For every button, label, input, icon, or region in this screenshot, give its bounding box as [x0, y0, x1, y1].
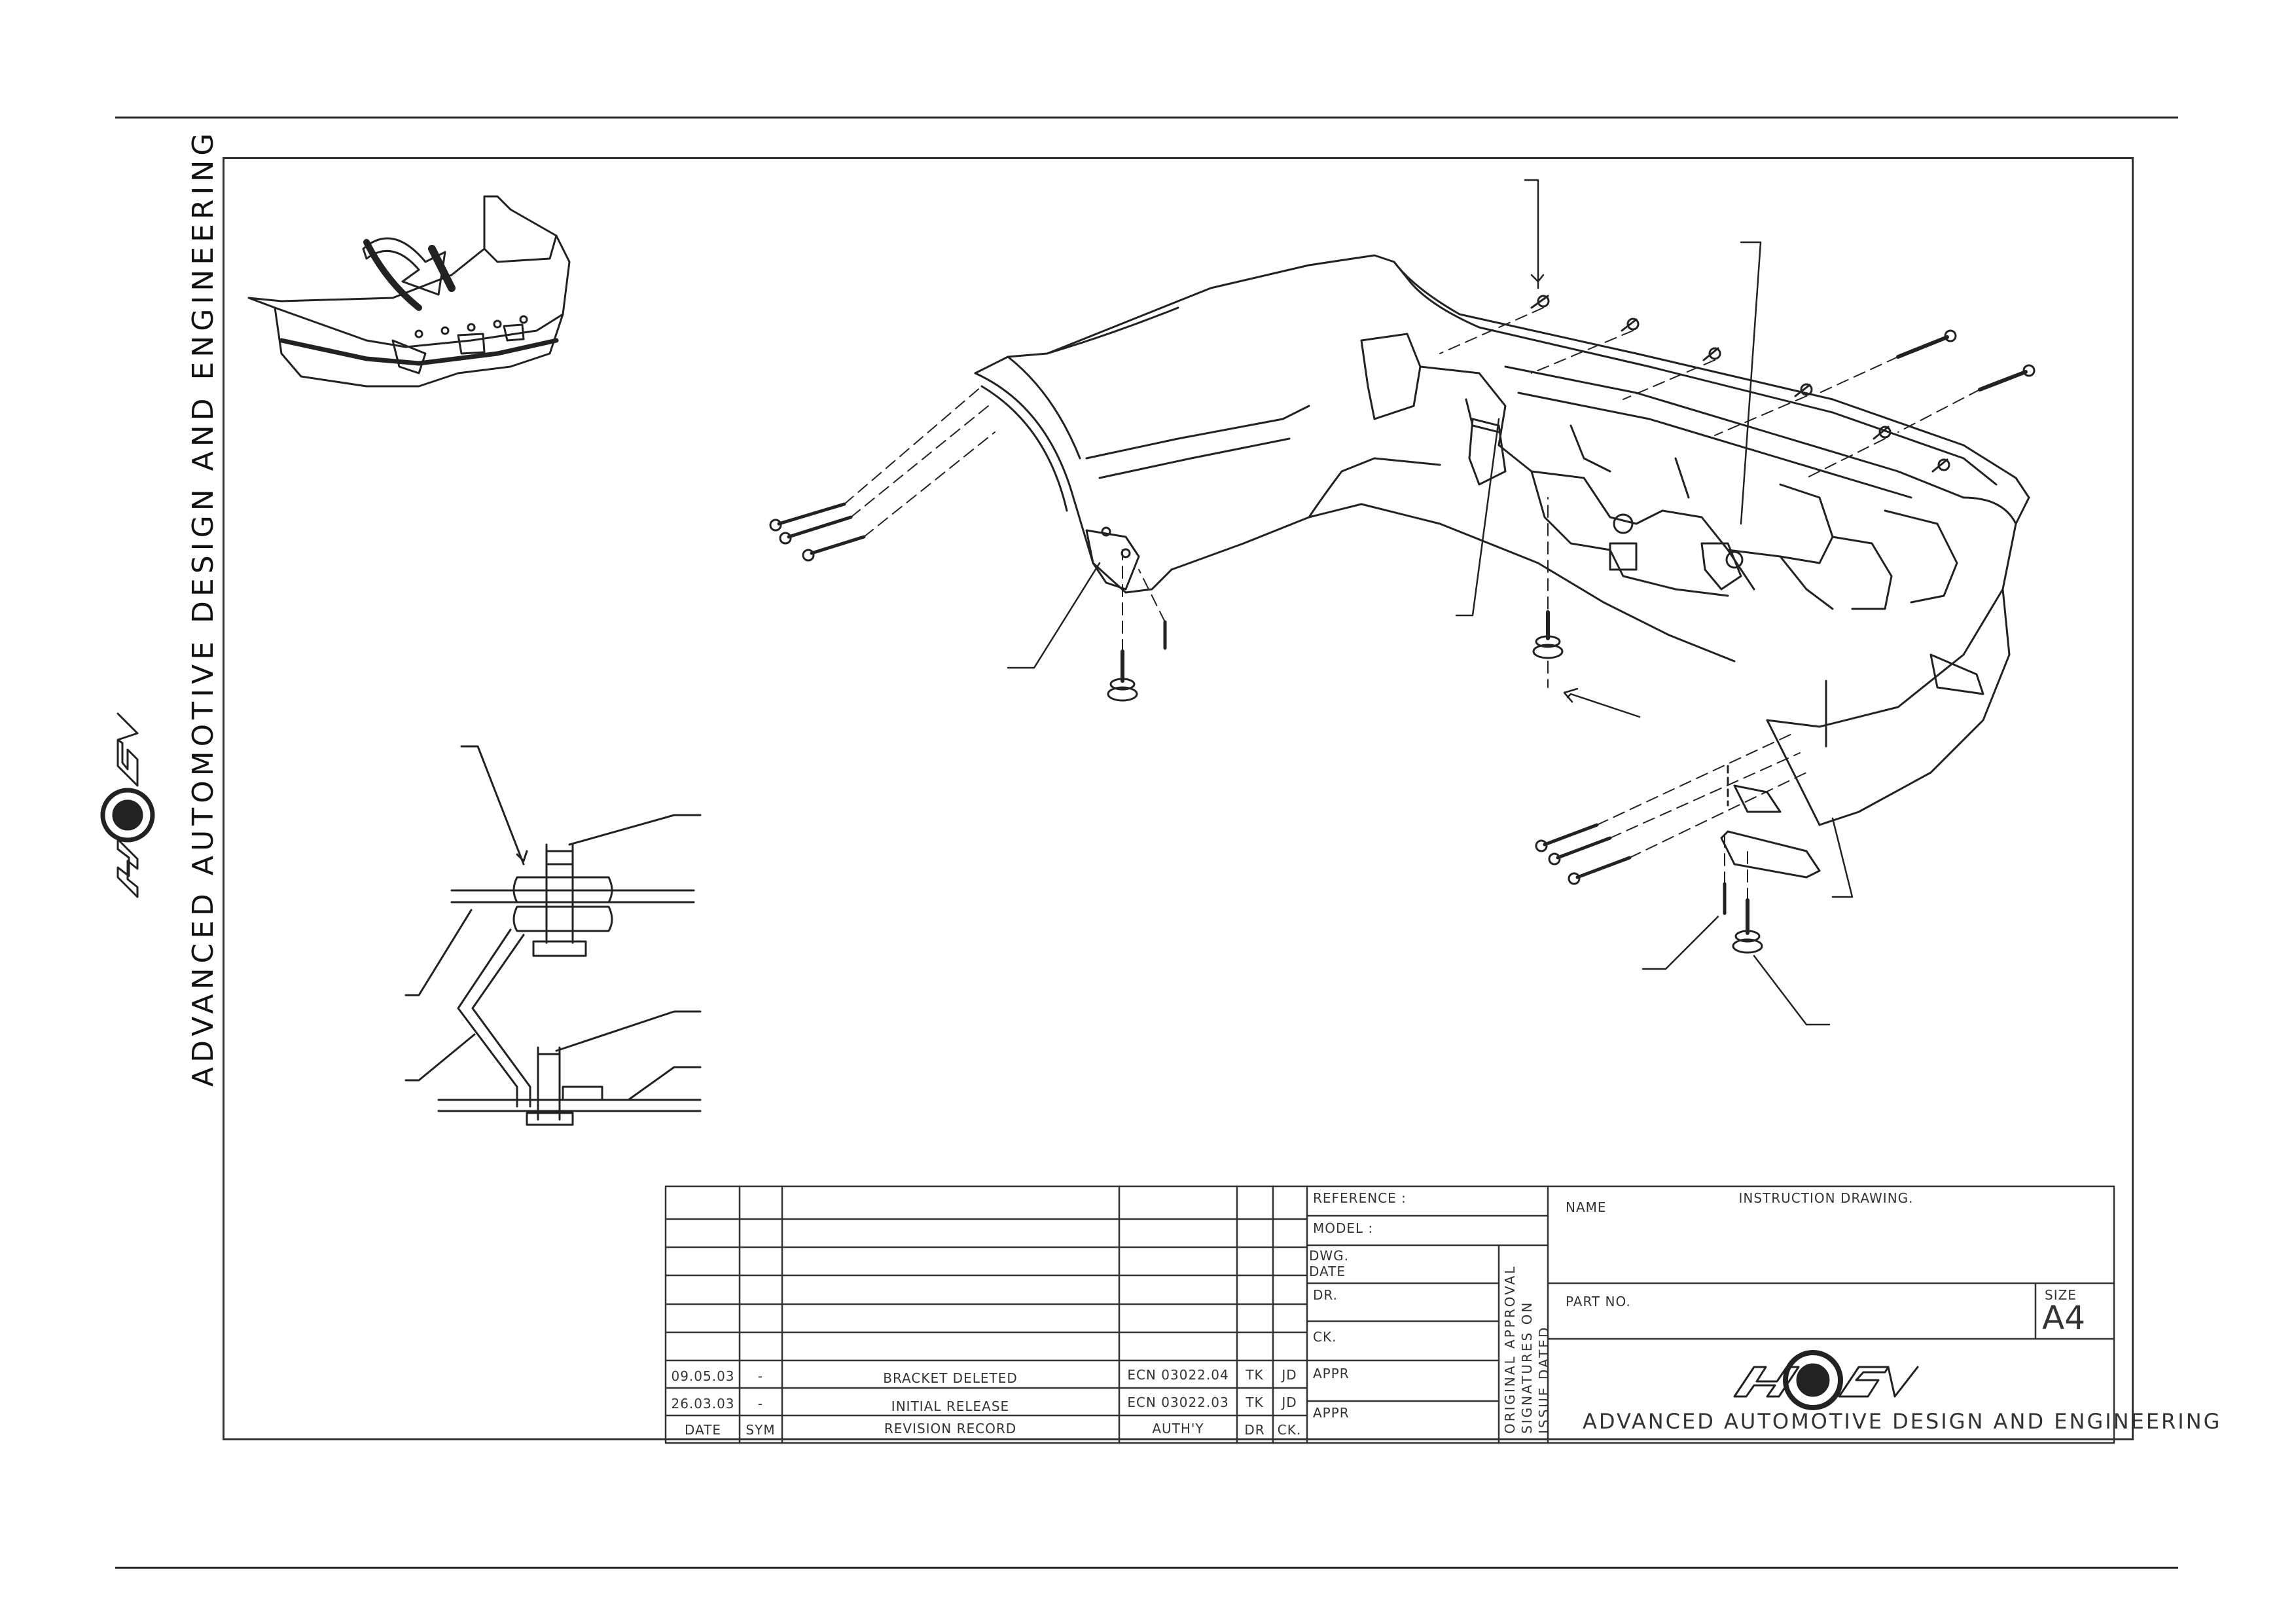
rev1-date: 09.05.03: [671, 1368, 735, 1384]
side-logo-emblem: [100, 712, 155, 898]
rev2-record: INITIAL RELEASE: [891, 1398, 1010, 1414]
rev-header-ck: CK.: [1277, 1422, 1302, 1438]
title-block-company: ADVANCED AUTOMOTIVE DESIGN AND ENGINEERI…: [1583, 1409, 2222, 1434]
rev-header-dr: DR: [1244, 1422, 1265, 1438]
callout-leaders: [1007, 179, 1854, 1026]
signatures-note: ORIGINAL APPROVAL SIGNATURES ON ISSUE DA…: [1502, 1264, 1552, 1434]
title-block-grid: [664, 1185, 2115, 1444]
rev1-sym: -: [757, 1368, 764, 1384]
rev-header-auth: AUTH'Y: [1152, 1421, 1204, 1436]
side-banner: ADVANCED AUTOMOTIVE DESIGN AND ENGINEERI…: [124, 129, 220, 1087]
rev2-sym: -: [757, 1396, 764, 1412]
drawing-frame: [223, 157, 2134, 1440]
size-value: A4: [2042, 1299, 2086, 1337]
rev1-ck: JD: [1282, 1367, 1297, 1383]
rev2-date: 26.03.03: [671, 1396, 735, 1412]
dr-label: DR.: [1313, 1287, 1338, 1303]
reference-label: REFERENCE :: [1313, 1190, 1407, 1206]
model-label: MODEL :: [1313, 1220, 1374, 1236]
rev2-ck: JD: [1282, 1395, 1297, 1410]
rev1-record: BRACKET DELETED: [883, 1370, 1018, 1386]
rev1-auth: ECN 03022.04: [1127, 1367, 1229, 1383]
top-rule: [115, 117, 2178, 119]
appr1-label: APPR: [1313, 1366, 1350, 1381]
rev2-dr: TK: [1246, 1395, 1264, 1410]
title-block-logo-emblem: [1733, 1350, 1919, 1410]
rev2-auth: ECN 03022.03: [1127, 1395, 1229, 1410]
date-label: DATE: [1309, 1264, 1346, 1279]
bumper-thumbnail: [247, 195, 571, 388]
drawing-type: INSTRUCTION DRAWING.: [1738, 1190, 1914, 1206]
side-banner-company: ADVANCED AUTOMOTIVE DESIGN AND ENGINEERI…: [187, 128, 220, 1087]
dwg-label: DWG.: [1309, 1248, 1350, 1264]
fasteners: [769, 295, 2036, 954]
part-no-label: PART NO.: [1566, 1294, 1631, 1309]
rev-header-sym: SYM: [745, 1422, 776, 1438]
name-label: NAME: [1566, 1199, 1607, 1215]
mounting-detail-section: [404, 745, 702, 1126]
bottom-rule: [115, 1567, 2178, 1569]
size-label: SIZE: [2045, 1287, 2077, 1303]
rev-header-date: DATE: [684, 1422, 722, 1438]
rear-bumper-main: [974, 254, 2030, 879]
appr2-label: APPR: [1313, 1405, 1350, 1421]
ck-label: CK.: [1313, 1329, 1337, 1345]
rev-header-record: REVISION RECORD: [884, 1421, 1017, 1436]
rev1-dr: TK: [1246, 1367, 1264, 1383]
